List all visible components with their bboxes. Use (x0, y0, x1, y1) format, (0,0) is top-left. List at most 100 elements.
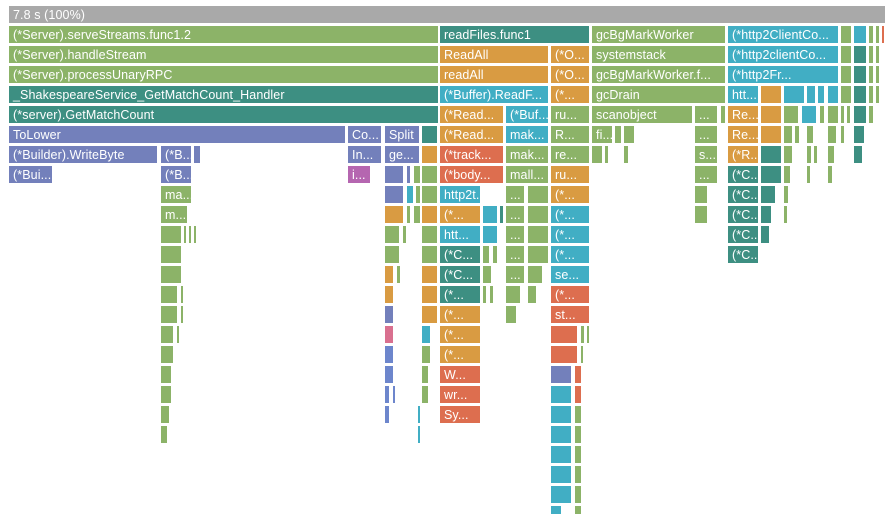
flame-frame[interactable] (760, 225, 770, 244)
flame-frame[interactable]: ... (694, 105, 718, 124)
flame-frame[interactable] (421, 245, 438, 264)
flame-frame[interactable]: (*Read... (439, 105, 504, 124)
flame-frame[interactable]: ... (505, 225, 525, 244)
flame-frame[interactable] (760, 165, 782, 184)
flame-frame[interactable]: gcDrain (591, 85, 726, 104)
flame-frame[interactable] (527, 265, 543, 284)
flame-frame[interactable] (160, 305, 178, 324)
flame-frame[interactable] (875, 25, 880, 44)
flame-frame[interactable]: mall... (505, 165, 549, 184)
flame-frame[interactable] (760, 125, 782, 144)
flame-frame[interactable]: (*http2clientCo... (727, 45, 839, 64)
flame-frame[interactable] (853, 85, 867, 104)
flame-frame[interactable]: (*... (439, 305, 481, 324)
flame-frame[interactable]: (*Server).serveStreams.func1.2 (8, 25, 439, 44)
flame-frame[interactable]: (*http2ClientCo... (727, 25, 839, 44)
flame-frame[interactable] (827, 165, 833, 184)
flame-frame[interactable] (527, 245, 549, 264)
flame-frame[interactable] (840, 85, 852, 104)
flame-frame[interactable] (604, 145, 609, 164)
flame-frame[interactable] (853, 145, 863, 164)
flame-frame[interactable] (176, 325, 180, 344)
flame-frame[interactable] (417, 425, 421, 444)
flame-frame[interactable] (806, 125, 814, 144)
flame-frame[interactable] (574, 385, 582, 404)
flame-frame[interactable] (875, 85, 880, 104)
flame-frame[interactable]: readFiles.func1 (439, 25, 590, 44)
flame-frame[interactable]: ... (505, 205, 525, 224)
flame-frame[interactable] (783, 185, 789, 204)
flame-frame[interactable]: (*C... (727, 185, 759, 204)
flame-frame[interactable] (160, 345, 174, 364)
flame-frame[interactable] (421, 265, 438, 284)
flame-frame[interactable] (853, 105, 867, 124)
flame-frame[interactable]: st... (550, 305, 590, 324)
flame-frame[interactable] (827, 85, 839, 104)
flame-frame[interactable] (421, 205, 438, 224)
flame-frame[interactable]: ... (505, 265, 525, 284)
flame-frame[interactable] (853, 125, 865, 144)
flame-frame[interactable] (574, 465, 582, 484)
flame-frame[interactable] (614, 125, 622, 144)
flame-frame[interactable]: (*... (550, 85, 590, 104)
flame-frame[interactable]: (*Builder).WriteByte (8, 145, 158, 164)
flame-frame[interactable] (827, 125, 837, 144)
flame-frame[interactable] (574, 425, 582, 444)
flame-frame[interactable]: (*body... (439, 165, 504, 184)
flame-frame[interactable]: (*C... (727, 165, 759, 184)
flame-frame[interactable] (384, 385, 390, 404)
flame-frame[interactable] (840, 65, 852, 84)
flame-frame[interactable] (384, 185, 404, 204)
flame-frame[interactable] (193, 225, 197, 244)
flame-frame[interactable] (868, 85, 874, 104)
flame-frame[interactable]: (*... (550, 205, 590, 224)
flame-frame[interactable] (527, 225, 549, 244)
flame-frame[interactable] (492, 245, 498, 264)
flame-frame[interactable]: Sy... (439, 405, 481, 424)
flame-frame[interactable]: ma... (160, 185, 192, 204)
flame-frame[interactable] (188, 225, 192, 244)
flame-frame[interactable] (868, 105, 874, 124)
flame-frame[interactable] (783, 85, 805, 104)
flame-frame[interactable] (160, 405, 170, 424)
flame-frame[interactable] (421, 345, 431, 364)
flame-frame[interactable] (160, 265, 182, 284)
flame-frame[interactable] (853, 45, 867, 64)
flame-frame[interactable] (406, 205, 411, 224)
flame-frame[interactable]: (*O... (550, 65, 590, 84)
flame-frame[interactable]: Re... (727, 105, 759, 124)
flame-frame[interactable]: ... (694, 165, 718, 184)
flame-frame[interactable] (505, 285, 521, 304)
flame-frame[interactable] (760, 145, 782, 164)
flame-frame[interactable] (574, 485, 582, 504)
flame-frame[interactable]: htt... (439, 225, 481, 244)
flame-frame[interactable] (783, 105, 799, 124)
flame-frame[interactable]: (*C... (439, 265, 481, 284)
flame-frame[interactable]: se... (550, 265, 590, 284)
flame-frame[interactable]: (*server).GetMatchCount (8, 105, 439, 124)
flame-frame[interactable] (384, 285, 394, 304)
flame-frame[interactable] (783, 145, 793, 164)
flame-frame[interactable]: (*... (439, 205, 481, 224)
flame-frame[interactable] (574, 365, 582, 384)
flame-frame[interactable] (421, 145, 438, 164)
flame-frame[interactable] (160, 365, 172, 384)
flame-frame[interactable] (720, 105, 726, 124)
flame-frame[interactable] (875, 65, 880, 84)
flame-frame[interactable] (384, 245, 400, 264)
flame-frame[interactable] (193, 145, 201, 164)
flame-frame[interactable]: ... (505, 245, 525, 264)
flame-frame[interactable] (160, 325, 174, 344)
flame-frame[interactable] (160, 225, 182, 244)
flame-frame[interactable]: (*Server).processUnaryRPC (8, 65, 439, 84)
flame-frame[interactable]: _ShakespeareService_GetMatchCount_Handle… (8, 85, 439, 104)
flame-frame[interactable]: (*Bui... (8, 165, 53, 184)
flame-frame[interactable] (550, 385, 572, 404)
flame-frame[interactable] (840, 25, 852, 44)
flame-frame[interactable] (527, 285, 537, 304)
flame-frame[interactable] (580, 345, 584, 364)
flame-frame[interactable] (527, 205, 549, 224)
flame-frame[interactable]: ... (694, 125, 718, 144)
flame-frame[interactable]: (*track... (439, 145, 504, 164)
flame-frame[interactable] (806, 165, 811, 184)
